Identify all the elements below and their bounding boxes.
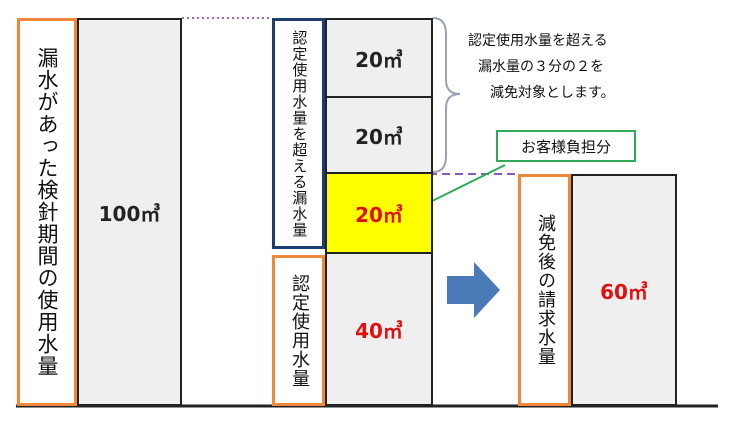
segment-excess-2: 20㎥: [325, 96, 433, 174]
note-line-3: 減免対象とします。: [490, 85, 615, 101]
segment-excess-1: 20㎥: [325, 18, 433, 98]
label-certified-usage-text: 認定使用水量: [288, 273, 310, 388]
value-result: 60㎥: [600, 279, 648, 304]
value-segment-2: 20㎥: [355, 124, 403, 149]
segment-customer-share: 20㎥: [325, 172, 433, 254]
callout-label: お客様負担分: [520, 137, 611, 156]
label-billed-after-reduction: 減免後の請求水量: [518, 174, 571, 406]
value-segment-1: 20㎥: [355, 47, 403, 72]
callout-customer-burden: お客様負担分: [496, 130, 636, 162]
value-customer-share: 20㎥: [355, 202, 403, 227]
brace-icon: [432, 17, 461, 173]
label-leak-period-usage: 漏水があった検針期間の使用水量: [17, 18, 77, 406]
right-arrow-icon: [447, 262, 500, 318]
value-total: 100㎥: [98, 201, 161, 226]
label-leak-period-usage-text: 漏水があった検針期間の使用水量: [35, 47, 60, 377]
note-line-1: 認定使用水量を超える: [468, 33, 608, 49]
bar-result: 60㎥: [571, 174, 677, 406]
segment-certified: 40㎥: [325, 252, 433, 406]
reduction-note: 認定使用水量を超える 漏水量の３分の２を 減免対象とします。: [468, 28, 728, 106]
label-excess-leak-text: 認定使用水量を超える漏水量: [290, 29, 309, 238]
note-line-2: 漏水量の３分の２を: [478, 59, 604, 75]
label-excess-leak: 認定使用水量を超える漏水量: [272, 18, 325, 249]
label-certified-usage: 認定使用水量: [272, 255, 325, 406]
label-billed-after-reduction-text: 減免後の請求水量: [534, 214, 556, 366]
bar-total-usage: 100㎥: [77, 18, 182, 406]
value-certified: 40㎥: [355, 318, 403, 343]
